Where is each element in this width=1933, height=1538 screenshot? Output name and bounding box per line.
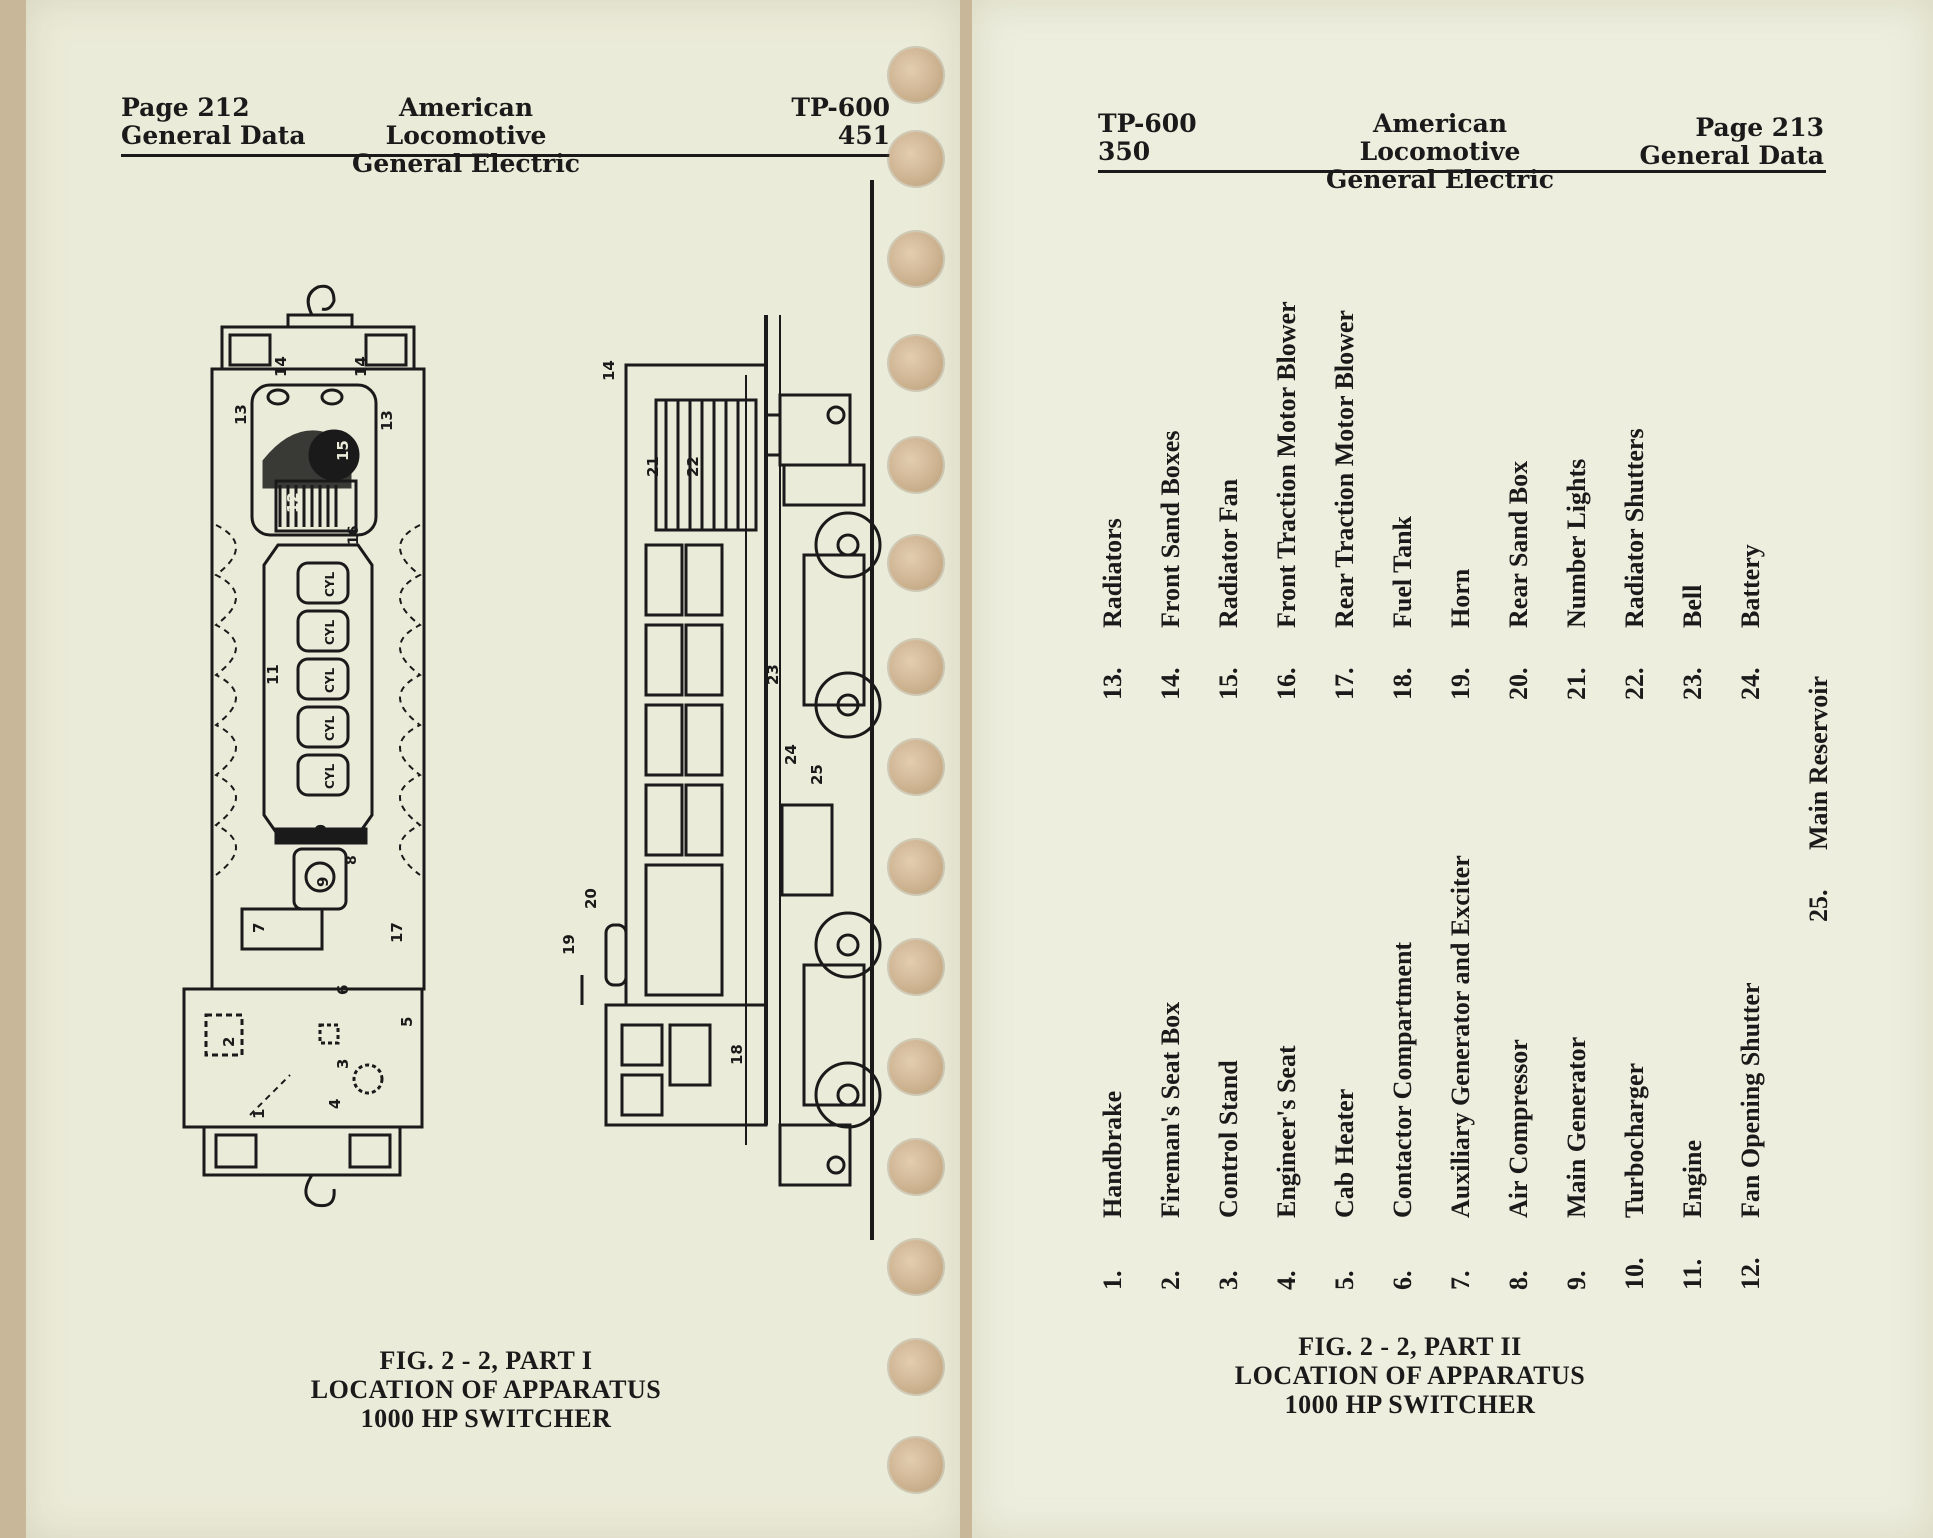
binding-hole [889,48,943,102]
left-header-rule [121,154,891,157]
binding-hole [889,536,943,590]
binding-hole [889,1340,943,1394]
right-figure-caption: FIG. 2 - 2, PART II LOCATION OF APPARATU… [1234,1332,1586,1419]
side-label: 20 [582,888,600,909]
plan-label: 11 [264,664,282,685]
binding-hole [889,132,943,186]
plan-label: 13 [232,404,250,425]
legend-item: 25.Main Reservoir [1804,675,1833,922]
cyl-label: CYL [323,716,337,741]
right-header-company: American Locomotive General Electric [1325,109,1555,194]
binding-hole [889,336,943,390]
plan-label: 7 [250,923,268,933]
left-header-page: Page 212 General Data [121,93,306,150]
right-header-doc: TP-600 350 [1098,109,1197,166]
side-view: 14 21 22 23 24 25 20 19 18 [560,315,882,1187]
side-label: 25 [808,764,826,785]
side-label: 14 [600,360,618,381]
plan-label: 10 [312,824,330,845]
binding-hole [889,840,943,894]
binding-hole [889,940,943,994]
binding-hole [889,740,943,794]
side-label: 21 [644,456,662,477]
side-label: 22 [684,456,702,477]
plan-label: 14 [352,356,370,377]
legend-item: 12.Fan Opening Shutter [1736,982,1765,1291]
plan-label: 6 [334,985,352,995]
left-header-doc: TP-600 451 [791,93,890,150]
plan-label: 9 [314,877,332,887]
plan-label: 2 [220,1037,238,1047]
binding-hole [889,1040,943,1094]
locomotive-diagram: 14 14 13 13 15 12 16 11 CYL CYL CYL CYL … [182,180,882,1240]
right-header-page: Page 213 General Data [1639,113,1824,170]
side-label: 24 [782,744,800,765]
plan-label: 1 [250,1109,268,1119]
plan-label: 15 [334,440,352,461]
plan-label: 16 [346,526,362,545]
binding-hole [889,232,943,286]
binding-hole [889,1240,943,1294]
cyl-label: CYL [323,620,337,645]
plan-label: 5 [398,1017,416,1027]
cyl-label: CYL [323,668,337,693]
side-label: 23 [764,664,782,685]
plan-label: 8 [344,855,360,865]
plan-label: 17 [388,922,406,943]
plan-label: 4 [326,1099,344,1109]
side-label: 19 [560,934,578,955]
plan-label: 12 [284,492,302,513]
right-page: TP-600 350 American Locomotive General E… [972,0,1933,1538]
binding-hole [889,640,943,694]
binding-hole [889,438,943,492]
plan-view: 14 14 13 13 15 12 16 11 CYL CYL CYL CYL … [182,284,426,1208]
binding-hole [889,1438,943,1492]
binding-hole [889,1140,943,1194]
plan-label: 13 [378,410,396,431]
side-label: 18 [728,1044,746,1065]
plan-label: 14 [272,356,290,377]
left-page: Page 212 General Data American Locomotiv… [26,0,960,1538]
right-header-rule [1098,170,1826,173]
left-figure-caption: FIG. 2 - 2, PART I LOCATION OF APPARATUS… [310,1346,662,1433]
cyl-label: CYL [323,764,337,789]
cyl-label: CYL [323,572,337,597]
plan-label: 3 [334,1059,352,1069]
